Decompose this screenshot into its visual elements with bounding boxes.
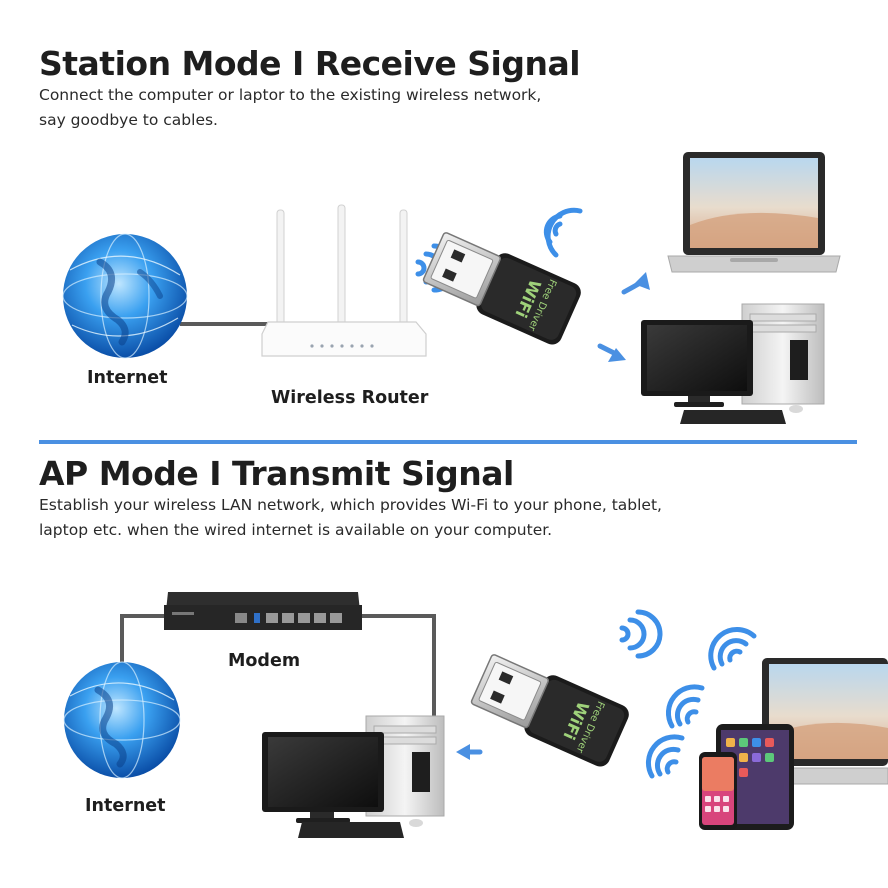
modem-icon — [164, 592, 362, 630]
wifi-wave-icon — [665, 684, 705, 729]
station-mode-description: Connect the computer or laptor to the ex… — [39, 83, 541, 133]
ap-desc-line-2: laptop etc. when the wired internet is a… — [39, 521, 553, 539]
modem-label: Modem — [228, 651, 301, 671]
ethernet-cable — [360, 614, 436, 716]
wireless-router-label: Wireless Router — [271, 388, 429, 408]
desktop-pc-icon — [641, 303, 825, 424]
router-icon — [261, 204, 427, 357]
internet-label-bottom: Internet — [85, 796, 166, 816]
arrow-icon — [456, 744, 483, 760]
wifi-wave-icon — [708, 627, 757, 671]
arrow-icon — [621, 272, 650, 295]
wifi-wave-icon — [645, 734, 685, 779]
usb-dongle-icon: Free Driver WiFi — [419, 225, 585, 349]
ap-mode-title: AP Mode I Transmit Signal — [39, 454, 514, 493]
laptop-icon — [667, 152, 841, 273]
desktop-pc-icon — [262, 715, 445, 838]
section-divider — [39, 440, 857, 444]
ap-mode-description: Establish your wireless LAN network, whi… — [39, 493, 662, 543]
phone-icon — [699, 752, 737, 830]
wifi-wave-icon — [543, 207, 583, 258]
station-desc-line-1: Connect the computer or laptor to the ex… — [39, 86, 542, 104]
globe-icon — [62, 233, 188, 359]
station-desc-line-2: say goodbye to cables. — [39, 111, 218, 129]
wifi-wave-icon — [619, 609, 663, 659]
arrow-icon — [597, 343, 626, 362]
station-mode-title: Station Mode I Receive Signal — [39, 44, 581, 83]
internet-label-top: Internet — [87, 368, 168, 388]
ap-desc-line-1: Establish your wireless LAN network, whi… — [39, 496, 662, 514]
ethernet-cable — [120, 614, 168, 666]
globe-icon — [63, 661, 181, 779]
usb-dongle-icon: Free Driver WiFi — [467, 647, 633, 771]
